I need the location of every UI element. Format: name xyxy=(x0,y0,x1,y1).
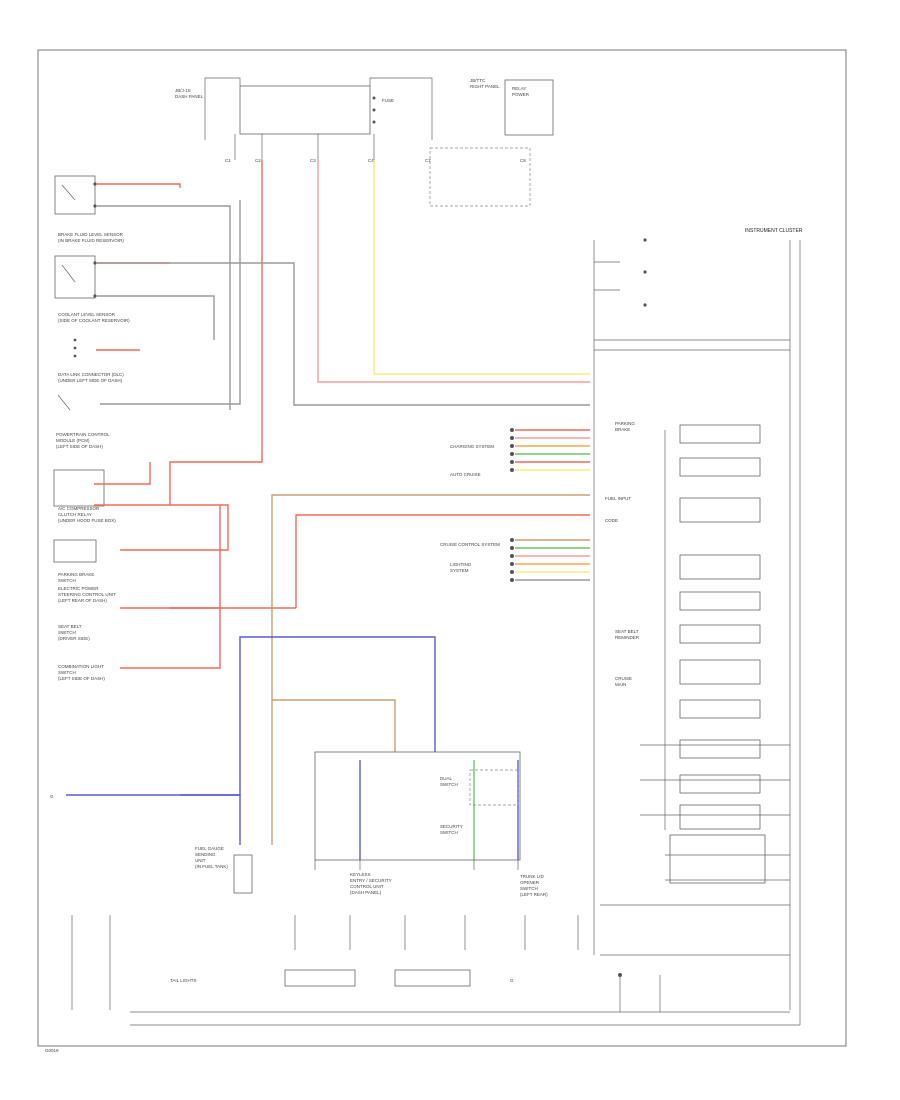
svg-text:SECURITY: SECURITY xyxy=(440,824,463,829)
svg-text:POWER: POWER xyxy=(512,92,530,97)
svg-text:BRAKE: BRAKE xyxy=(615,427,630,432)
svg-text:CRUISE: CRUISE xyxy=(615,676,632,681)
svg-text:(DRIVER SIDE): (DRIVER SIDE) xyxy=(58,636,90,641)
top-right-relay: JB/TTC RIGHT PANEL RELAY POWER C7 C8 xyxy=(425,78,554,207)
indicator-stack xyxy=(679,424,761,830)
svg-text:C3: C3 xyxy=(310,158,316,163)
svg-text:(IN BRAKE FLUID RESERVOIR): (IN BRAKE FLUID RESERVOIR) xyxy=(58,238,124,243)
svg-text:(UNDER LEFT SIDE OF DASH): (UNDER LEFT SIDE OF DASH) xyxy=(58,378,123,383)
svg-text:ELECTRIC POWER: ELECTRIC POWER xyxy=(58,586,99,591)
wire-pink xyxy=(317,160,590,383)
svg-text:SEAT BELT: SEAT BELT xyxy=(58,624,82,629)
svg-text:SWITCH: SWITCH xyxy=(520,886,538,891)
svg-text:TRUNK LID: TRUNK LID xyxy=(520,874,545,879)
fuel-input-label: FUEL INPUT xyxy=(605,496,631,501)
svg-text:JB/J-1S: JB/J-1S xyxy=(175,88,191,93)
svg-text:(LEFT SIDE OF DASH): (LEFT SIDE OF DASH) xyxy=(56,444,103,449)
svg-text:PARKING BRAKE: PARKING BRAKE xyxy=(58,572,94,577)
svg-text:PARKING: PARKING xyxy=(615,421,635,426)
svg-text:CRUISE CONTROL SYSTEM: CRUISE CONTROL SYSTEM xyxy=(440,542,500,547)
svg-text:FUEL GAUGE: FUEL GAUGE xyxy=(195,846,224,851)
svg-text:COOLANT LEVEL SENSOR: COOLANT LEVEL SENSOR xyxy=(58,312,116,317)
wire-yellow xyxy=(373,160,590,375)
svg-text:TAIL LIGHTS: TAIL LIGHTS xyxy=(170,978,197,983)
svg-text:CHARGING SYSTEM: CHARGING SYSTEM xyxy=(450,444,494,449)
svg-text:OPENER: OPENER xyxy=(520,880,540,885)
svg-text:BRAKE FLUID LEVEL SENSOR: BRAKE FLUID LEVEL SENSOR xyxy=(58,232,124,237)
wire-gray xyxy=(96,262,590,406)
svg-text:(DASH PANEL): (DASH PANEL) xyxy=(350,890,382,895)
svg-text:A/C COMPRESSOR: A/C COMPRESSOR xyxy=(58,506,100,511)
svg-text:POWERTRAIN CONTROL: POWERTRAIN CONTROL xyxy=(56,432,110,437)
wire-tan xyxy=(271,494,590,845)
svg-text:C8: C8 xyxy=(520,158,526,163)
svg-text:(LEFT REAR OF DASH): (LEFT REAR OF DASH) xyxy=(58,598,107,603)
fuse-label: FUSE xyxy=(382,98,394,103)
bottom-rails: TAIL LIGHTS G G0019 xyxy=(45,904,800,1053)
svg-text:CONTROL UNIT: CONTROL UNIT xyxy=(350,884,384,889)
svg-text:RIGHT PANEL: RIGHT PANEL xyxy=(470,84,500,89)
connector-group-lower: CRUISE CONTROL SYSTEM LIGHTING SYSTEM xyxy=(440,538,590,582)
fuel-gauge-sender: FUEL GAUGE SENDING UNIT (IN FUEL TANK) xyxy=(195,846,253,894)
wire-blue xyxy=(66,636,436,796)
svg-text:STEERING CONTROL UNIT: STEERING CONTROL UNIT xyxy=(58,592,116,597)
svg-text:DUAL: DUAL xyxy=(440,776,453,781)
instrument-cluster: INSTRUMENT CLUSTER FUEL INP xyxy=(593,228,803,1025)
svg-text:(LEFT SIDE OF DASH): (LEFT SIDE OF DASH) xyxy=(58,676,105,681)
svg-text:SWITCH: SWITCH xyxy=(58,670,76,675)
svg-text:C7: C7 xyxy=(425,158,431,163)
svg-text:CLUTCH RELAY: CLUTCH RELAY xyxy=(58,512,92,517)
instrument-cluster-label: INSTRUMENT CLUSTER xyxy=(745,228,803,234)
connector-group-upper: CHARGING SYSTEM AUTO CRUISE xyxy=(450,428,590,477)
svg-text:C1: C1 xyxy=(225,158,231,163)
svg-text:C4: C4 xyxy=(368,158,374,163)
svg-text:G: G xyxy=(510,978,514,983)
left-components: BRAKE FLUID LEVEL SENSOR (IN BRAKE FLUID… xyxy=(50,175,130,799)
svg-text:C2: C2 xyxy=(255,158,261,163)
svg-text:G0019: G0019 xyxy=(45,1048,59,1053)
svg-text:MAIN: MAIN xyxy=(615,682,626,687)
svg-text:DASH PANEL: DASH PANEL xyxy=(175,94,204,99)
svg-text:AUTO CRUISE: AUTO CRUISE xyxy=(450,472,481,477)
svg-text:(IN FUEL TANK): (IN FUEL TANK) xyxy=(195,864,228,869)
svg-text:SENDING: SENDING xyxy=(195,852,216,857)
svg-text:REMINDER: REMINDER xyxy=(615,635,640,640)
lower-module: DUAL SWITCH SECURITY SWITCH KEYLESS ENTR… xyxy=(314,751,548,897)
svg-text:ENTRY / SECURITY: ENTRY / SECURITY xyxy=(350,878,392,883)
svg-text:(UNDER HOOD FUSE BOX): (UNDER HOOD FUSE BOX) xyxy=(58,518,116,523)
svg-text:G: G xyxy=(50,794,54,799)
code-label: CODE xyxy=(605,518,618,523)
svg-text:UNIT: UNIT xyxy=(195,858,206,863)
svg-text:SWITCH: SWITCH xyxy=(440,782,458,787)
svg-text:SWITCH: SWITCH xyxy=(58,630,76,635)
svg-text:SYSTEM: SYSTEM xyxy=(450,568,469,573)
svg-text:DATA LINK CONNECTOR (DLC): DATA LINK CONNECTOR (DLC) xyxy=(58,372,124,377)
svg-text:MODULE (PCM): MODULE (PCM) xyxy=(56,438,90,443)
wire-red-main xyxy=(94,160,263,506)
svg-text:SWITCH: SWITCH xyxy=(58,578,76,583)
svg-text:SWITCH: SWITCH xyxy=(440,830,458,835)
svg-text:LIGHTING: LIGHTING xyxy=(450,562,472,567)
svg-text:COMBINATION LIGHT: COMBINATION LIGHT xyxy=(58,664,104,669)
svg-text:KEYLESS: KEYLESS xyxy=(350,872,371,877)
diagram-frame xyxy=(37,49,847,1047)
svg-text:(SIDE OF COOLANT RESERVOIR): (SIDE OF COOLANT RESERVOIR) xyxy=(58,318,130,323)
top-fuse-block: JB/J-1S DASH PANEL FUSE C1 C2 C3 C4 xyxy=(175,77,433,163)
svg-text:(LEFT REAR): (LEFT REAR) xyxy=(520,892,548,897)
svg-text:JB/TTC: JB/TTC xyxy=(470,78,486,83)
svg-text:RELAY: RELAY xyxy=(512,86,526,91)
svg-text:SEAT BELT: SEAT BELT xyxy=(615,629,639,634)
